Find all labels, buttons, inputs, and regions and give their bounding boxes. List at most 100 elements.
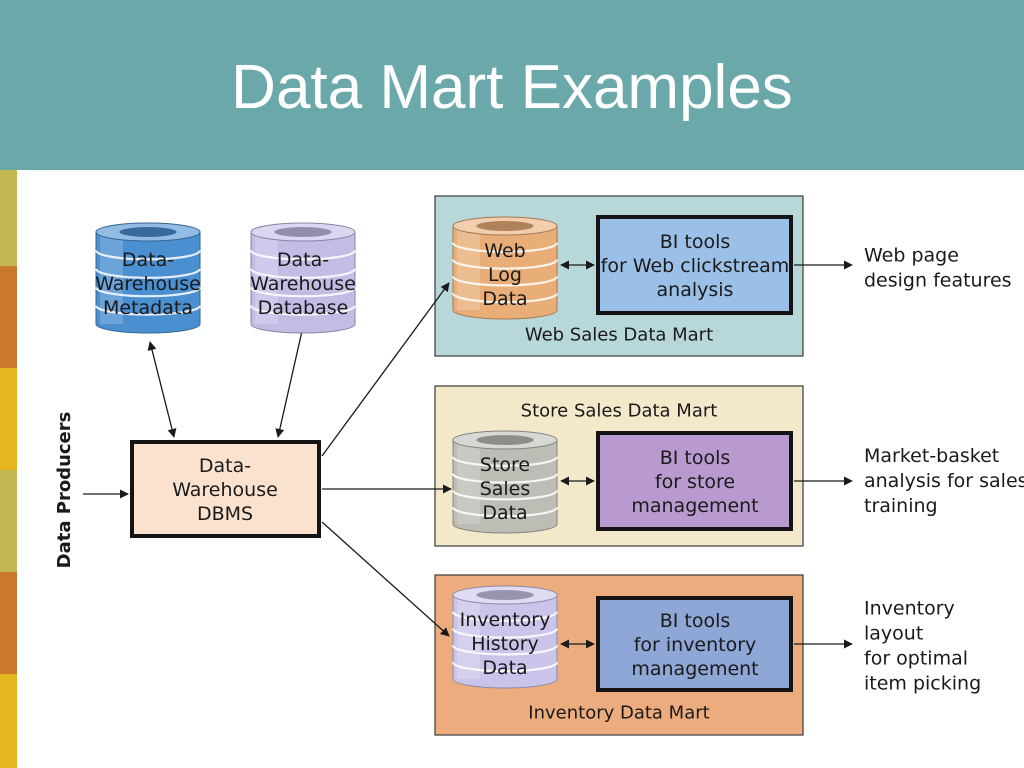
mart-database-cylinder-2-top-inner [476,435,534,445]
mart-database-cylinder-2-band [451,506,559,518]
accent-stripe-5 [0,572,17,674]
mart-name-3: Inventory Data Mart [528,702,709,723]
output-label-2-line: analysis for sales [864,470,1024,492]
warehouse-metadata-label-line: Data- [122,249,174,271]
bi-tools-label-3-line: BI tools [660,610,731,632]
arrows-layer [83,260,853,649]
warehouse-database-cylinder-top-inner [274,227,332,237]
warehouse-metadata-cylinder [94,222,202,334]
warehouse-dbms-label-line: Data- [199,455,251,477]
warehouse-metadata-cylinder-top-inner [119,227,177,237]
output-label-3-line: item picking [864,672,981,694]
bi-tools-label-2-line: for store [655,471,735,493]
mart-database-label-1-line: Web [484,240,525,262]
output-label-1: Web page design features [864,244,1012,291]
mart-database-cylinder-1-top-inner [476,221,534,231]
mart-database-cylinder-1-band [451,292,559,304]
warehouse-metadata-label-line: Warehouse [95,273,201,295]
warehouse-metadata-cylinder-band [94,286,202,298]
output-label-3: Inventory layout for optimal item picking [864,597,981,694]
mart-database-label-2-line: Data [482,502,527,524]
metadata-dbms-arrow [147,341,177,438]
accent-stripe-4 [0,470,17,572]
mart-database-label-1-line: Data [482,288,527,310]
dbms-web-mart-arrow [321,282,450,457]
title-bar: Data Mart Examples [0,0,1024,170]
mart-database-cylinder-1-band [451,242,559,253]
warehouse-dbms-label-line: DBMS [197,503,253,525]
bi-tools-label-2-line: management [631,495,758,517]
dbms-inventory-mart-arrow [321,521,450,637]
output-label-3-line: layout [864,622,923,644]
output-label-2: Market-basket analysis for sales training [864,445,1024,517]
warehouse-database-label-line: Data- [277,249,329,271]
mart-name-1-line: Web Sales Data Mart [525,324,713,345]
output-label-3-line: Inventory [864,597,955,619]
bi-tools-label-1-line: for Web clickstream [601,255,790,277]
database-dbms-arrow [275,330,303,438]
warehouse-metadata-cylinder-band [94,268,202,279]
warehouse-metadata-label-line: Metadata [103,297,193,319]
mart-database-cylinder-3 [451,585,559,689]
mart-database-cylinder-2-band [451,473,559,484]
mart-database-cylinder-1-band [451,276,559,287]
warehouse-database-label-line: Warehouse [250,273,356,295]
warehouse-database-cylinder [249,222,357,334]
slide-title: Data Mart Examples [231,53,793,122]
warehouse-database-cylinder-band [249,268,357,279]
output-label-3-line: for optimal [864,647,968,669]
warehouse-dbms-label-line: Warehouse [172,479,278,501]
output-label-2-line: Market-basket [864,445,999,467]
stripe-divider [17,170,19,768]
mart-database-cylinder-3-band [451,628,559,639]
output-label-1-line: Web page [864,244,959,266]
nodes-layer [94,215,793,692]
warehouse-dbms-box [130,440,321,538]
bi-tools-label-1-line: analysis [657,279,734,301]
warehouse-database-cylinder-band [249,305,357,316]
mart-database-cylinder-3-band [451,645,559,656]
mart-name-2: Store Sales Data Mart [521,400,718,421]
bi-tools-box-1 [596,215,793,315]
warehouse-database-cylinder-band [249,250,357,261]
warehouse-metadata-cylinder-band [94,250,202,261]
data-producers-label: Data Producers [54,412,75,569]
mart-database-label-2-line: Sales [480,478,531,500]
output-label-1-line: design features [864,269,1012,291]
warehouse-database-label-line: Database [258,297,349,319]
mart-database-cylinder-2-band [451,490,559,501]
mart-name-2-line: Store Sales Data Mart [521,400,718,421]
mart-database-label-2-line: Store [480,454,530,476]
mart-database-label-1-line: Log [488,264,522,286]
accent-stripe-1 [0,170,17,266]
mart-database-cylinder-3-band [451,661,559,673]
mart-name-3-line: Inventory Data Mart [528,702,709,723]
warehouse-database-cylinder-band [249,286,357,298]
accent-stripe-3 [0,368,17,470]
mart-database-cylinder-3-top-inner [476,590,534,600]
output-label-2-line: training [864,495,938,517]
warehouse-metadata-cylinder-band [94,305,202,316]
bi-tools-label-3-line: for inventory [634,634,757,656]
bi-tools-label-2-line: BI tools [660,447,731,469]
mart-database-label-3-line: Inventory [460,609,551,631]
mart-database-label-3-line: History [471,633,539,655]
mart-name-1: Web Sales Data Mart [525,324,713,345]
mart-database-cylinder-2 [451,430,559,534]
mart-database-label-3-line: Data [482,657,527,679]
mart-database-cylinder-1-band [451,259,559,270]
mart-database-cylinder-1 [451,216,559,320]
bi-tools-box-3 [596,596,793,692]
accent-stripe-2 [0,266,17,368]
mart-database-cylinder-3-band [451,611,559,622]
mart-database-cylinder-2-band [451,456,559,467]
bi-tools-label-3-line: management [631,658,758,680]
